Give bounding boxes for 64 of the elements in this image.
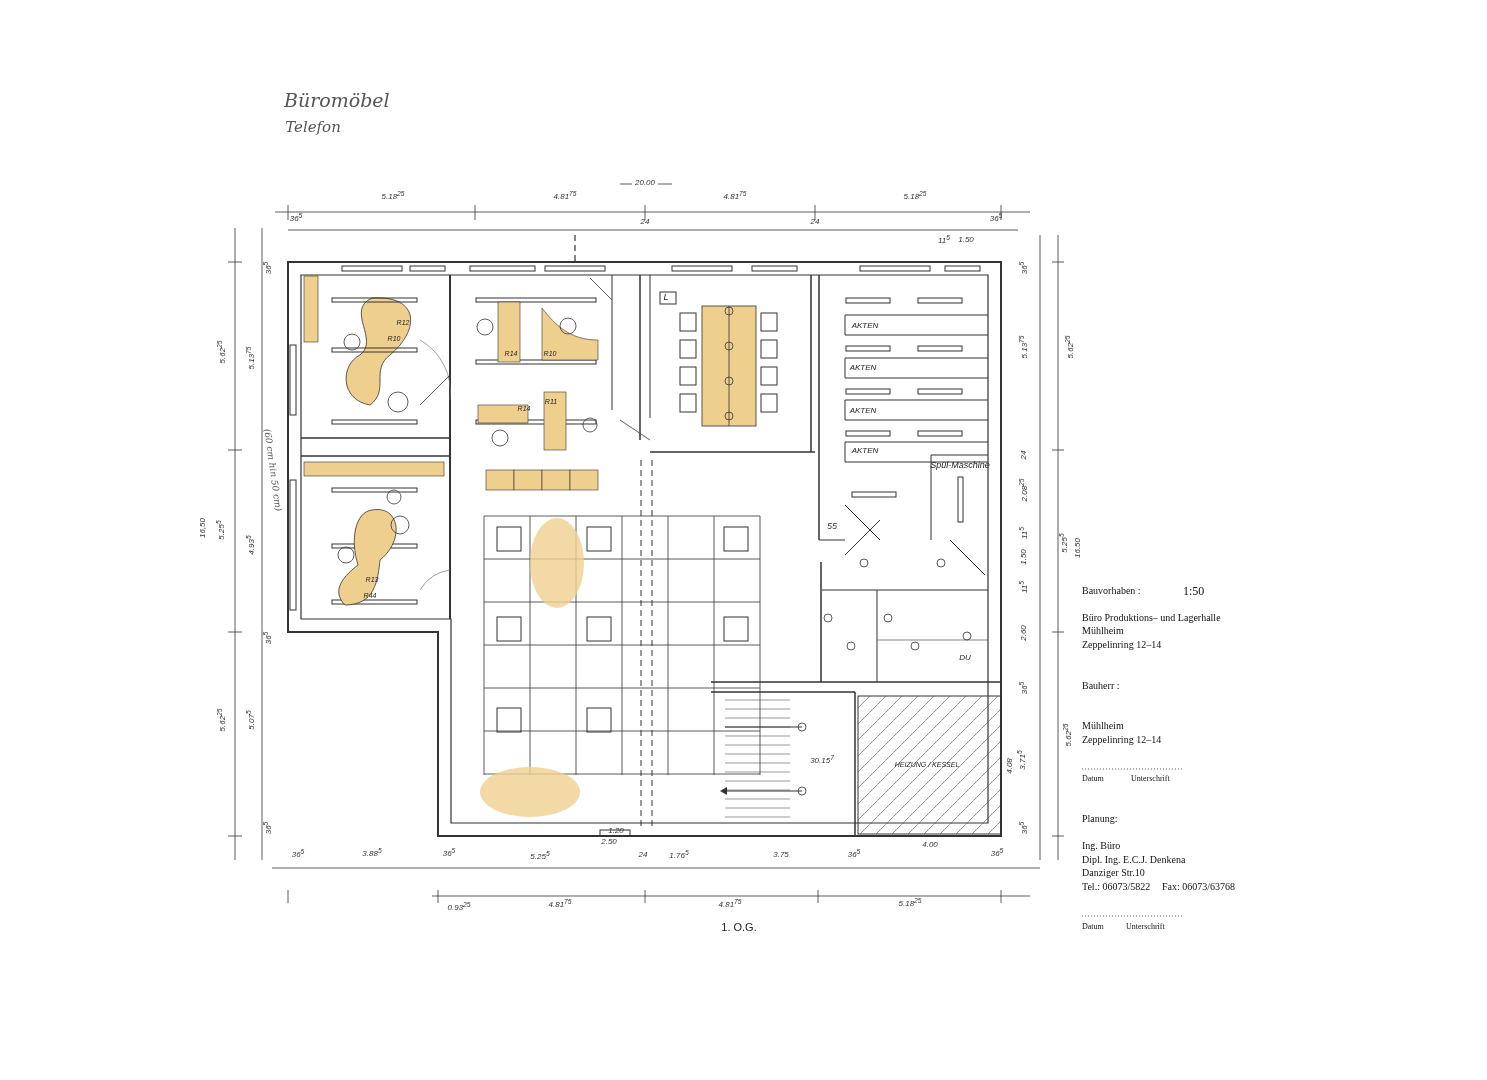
dimension-label: 5.25$^{5}$ bbox=[530, 849, 550, 863]
dimension-label: 16.50 bbox=[1073, 538, 1083, 558]
room-label: L bbox=[663, 293, 669, 303]
dimension-label: 16,50 bbox=[198, 518, 208, 538]
dimension-label: 36$^{5}$ bbox=[989, 211, 1003, 225]
dimension-label: 1.50 bbox=[1019, 549, 1029, 565]
dimension-label: 36$^{5}$ bbox=[442, 846, 456, 860]
dimension-label: 1.76$^{5}$ bbox=[669, 848, 689, 862]
dimension-label: 20.00 bbox=[635, 178, 655, 188]
dimension-label: 5.18$^{25}$ bbox=[898, 896, 922, 910]
dimension-label: 24 bbox=[810, 217, 820, 227]
handwritten-note: (60 cm hin 50 cm) bbox=[261, 428, 283, 512]
planner-text: Ing. Büro bbox=[1082, 839, 1121, 851]
dimension-label: 3.75 bbox=[773, 850, 789, 860]
dimension-label: 24 bbox=[1019, 450, 1029, 460]
floor-label: 1. O.G. bbox=[721, 920, 757, 934]
dimension-label: 5.18$^{25}$ bbox=[381, 189, 405, 203]
block-heading: Bauvorhaben : bbox=[1082, 584, 1141, 596]
shelf-label: AKTEN bbox=[849, 363, 877, 373]
block-heading: Bauherr : bbox=[1082, 679, 1120, 691]
dimension-label: 36$^{5}$ bbox=[847, 847, 861, 861]
dimension-label: 24 bbox=[638, 850, 648, 860]
dimension-label: 4.81$^{75}$ bbox=[723, 189, 747, 203]
room-label: Spül-Maschine bbox=[930, 461, 990, 471]
scale-label: 1:50 bbox=[1183, 585, 1205, 599]
room-label: DU bbox=[959, 653, 971, 663]
signature-caption: Unterschrift bbox=[1126, 922, 1165, 932]
signature-caption: Unterschrift bbox=[1131, 774, 1170, 784]
client-text: Zeppelinring 12–14 bbox=[1082, 733, 1162, 745]
dimension-label: 11$^{5}$ bbox=[938, 233, 950, 247]
dimension-label: 0.93$^{25}$ bbox=[447, 900, 471, 914]
shelf-label: AKTEN bbox=[851, 446, 879, 456]
shelf-label: AKTEN bbox=[849, 406, 877, 416]
dimension-label: 5.18$^{25}$ bbox=[903, 189, 927, 203]
signature-caption: Datum bbox=[1082, 922, 1104, 932]
planner-text: Tel.: 06073/5822 bbox=[1082, 880, 1151, 892]
dimension-label: 4.81$^{75}$ bbox=[718, 897, 742, 911]
dimension-label: 36$^{5}$ bbox=[291, 847, 305, 861]
client-text: Mühlheim bbox=[1082, 719, 1124, 731]
handwritten-title: Büromöbel bbox=[284, 90, 390, 111]
dimension-label: 55 bbox=[827, 522, 837, 532]
dimension-label: 24 bbox=[640, 217, 650, 227]
dimension-label: 4.08 bbox=[1005, 758, 1015, 774]
signature-caption: Datum bbox=[1082, 774, 1104, 784]
dimension-label: 2.60 bbox=[1019, 625, 1029, 641]
dimension-label: 36$^{5}$ bbox=[289, 211, 303, 225]
dimension-label: 2.50 bbox=[601, 837, 617, 847]
planner-text: Danziger Str.10 bbox=[1082, 866, 1145, 878]
planner-text: Fax: 06073/63768 bbox=[1162, 880, 1236, 892]
dimension-label: 1.50 bbox=[958, 235, 974, 245]
block-heading: Planung: bbox=[1082, 812, 1118, 824]
handwritten-note: Telefon bbox=[285, 118, 341, 136]
dimension-label: 1.20 bbox=[608, 826, 624, 836]
planner-text: Dipl. Ing. E.C.J. Denkena bbox=[1082, 853, 1186, 865]
dimension-label: 4.81$^{75}$ bbox=[553, 189, 577, 203]
dimension-label: 4.00 bbox=[922, 840, 938, 850]
dimension-label: 36$^{5}$ bbox=[990, 846, 1004, 860]
shelf-label: AKTEN bbox=[851, 321, 879, 331]
project-text: Büro Produktions– und Lagerhalle bbox=[1082, 611, 1221, 623]
dimension-label: 3.88$^{5}$ bbox=[362, 846, 382, 860]
dimension-label: 30.15$^{7}$ bbox=[810, 753, 834, 767]
project-text: Zeppelinring 12–14 bbox=[1082, 638, 1162, 650]
project-text: Mühlheim bbox=[1082, 624, 1124, 636]
dimension-label: 4.81$^{75}$ bbox=[548, 897, 572, 911]
